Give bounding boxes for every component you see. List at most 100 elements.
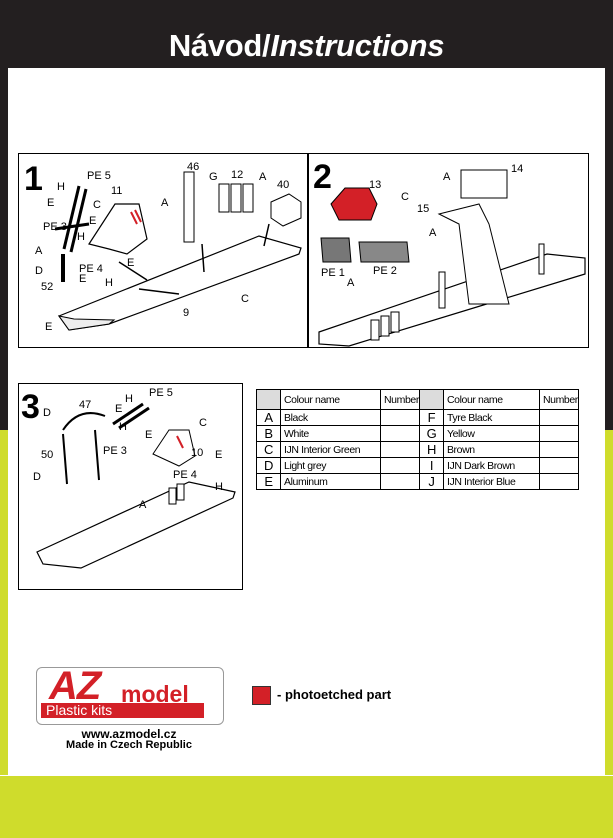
label-a: A [259, 171, 267, 183]
label-a: A [347, 277, 355, 289]
frame-part [62, 429, 100, 485]
left-border-lime [0, 430, 8, 775]
label-a: A [35, 245, 43, 257]
can-part [230, 183, 242, 213]
logo-plastic-kits: Plastic kits [41, 703, 204, 718]
label-e: E [127, 257, 134, 269]
label-e: E [47, 197, 54, 209]
left-border-dark [0, 68, 8, 430]
floor-part [36, 481, 236, 569]
label-50: 50 [41, 449, 53, 461]
can-part [176, 483, 185, 501]
label-pe5: PE 5 [149, 387, 173, 399]
label-e: E [145, 429, 152, 441]
azmodel-logo: AZ model Plastic kits [36, 664, 224, 725]
label-52: 52 [41, 281, 53, 293]
step-2-panel: 2 13 C PE 1 PE 2 A A 14 15 A [308, 153, 589, 348]
label-14: 14 [511, 163, 523, 175]
box-part [270, 193, 302, 227]
label-c: C [401, 191, 409, 203]
floor-front [57, 315, 116, 331]
label-e: E [79, 273, 86, 285]
made-in-text: Made in Czech Republic [66, 739, 192, 751]
colour-table: Colour name Number Colour name Number A … [256, 389, 579, 490]
hoop-part [62, 412, 106, 431]
label-d: D [33, 471, 41, 483]
pe1-part [320, 237, 352, 263]
label-pe4: PE 4 [79, 263, 103, 275]
table-row: A Black F Tyre Black [256, 409, 579, 426]
label-12: 12 [231, 169, 243, 181]
label-h: H [125, 393, 133, 405]
step-3-diagram: 3 PE 5 H E 47 D H E C 50 PE 3 10 E D PE … [21, 387, 236, 569]
table-row: C IJN Interior Green H Brown [256, 441, 579, 458]
page-title: Návod/Instructions [168, 28, 445, 63]
label-pe4: PE 4 [173, 469, 197, 481]
bottom-band [0, 776, 613, 838]
header-colour-name: Colour name [280, 389, 381, 410]
pe-panel-red [330, 187, 378, 221]
website-link[interactable]: www.azmodel.cz [81, 727, 177, 741]
label-10: 10 [191, 447, 203, 459]
label-c: C [93, 199, 101, 211]
pedestal-part [538, 243, 545, 275]
label-a: A [139, 499, 147, 511]
seat-belt-pe [176, 435, 184, 449]
label-c: C [199, 417, 207, 429]
table-header-row: Colour name Number Colour name Number [256, 389, 579, 410]
can-part [390, 311, 400, 333]
table-row: E Aluminum J IJN Interior Blue [256, 473, 579, 490]
label-h: H [77, 231, 85, 243]
logo-model: model [121, 681, 189, 707]
label-d: D [35, 265, 43, 277]
step-2-diagram: 2 13 C PE 1 PE 2 A A 14 15 A [313, 158, 586, 347]
seat-belt-pe [130, 209, 142, 225]
label-pe1: PE 1 [321, 267, 345, 279]
label-pe3: PE 3 [43, 221, 67, 233]
photoetched-swatch [252, 686, 271, 705]
right-border-lime [605, 430, 613, 775]
right-border-dark [605, 68, 613, 430]
header-band [0, 0, 613, 68]
label-e: E [45, 321, 52, 333]
label-13: 13 [369, 179, 381, 191]
label-h: H [119, 421, 127, 433]
pe2-part [358, 241, 410, 263]
step-1-number: 1 [24, 160, 43, 198]
stick-part [183, 171, 195, 243]
bar-part [54, 222, 90, 231]
photoetched-legend: - photoetched part [277, 687, 392, 702]
label-a: A [161, 197, 169, 209]
table-row: B White G Yellow [256, 425, 579, 442]
seat-part [437, 203, 510, 305]
can-part [380, 315, 390, 337]
label-9: 9 [183, 307, 189, 319]
can-part [242, 183, 254, 213]
label-pe2: PE 2 [373, 265, 397, 277]
label-c: C [241, 293, 249, 305]
arrow-lines [118, 223, 270, 295]
seat-part [88, 203, 148, 255]
label-a: A [443, 171, 451, 183]
label-47: 47 [79, 399, 91, 411]
panel-14-part [460, 169, 508, 199]
can-part [370, 319, 380, 341]
step-3-panel: 3 PE 5 H E 47 D H E C 50 PE 3 10 E D PE … [18, 383, 243, 590]
rod-part [62, 185, 88, 253]
label-pe3: PE 3 [103, 445, 127, 457]
header-colour-name: Colour name [442, 389, 540, 410]
step-1-panel: 1 PE 5 H E C 11 PE 3 E A H D PE 4 E H E … [18, 153, 308, 348]
rod-part [112, 402, 150, 430]
label-e: E [215, 449, 222, 461]
label-g: G [209, 171, 218, 183]
label-e: E [89, 215, 96, 227]
label-11: 11 [111, 185, 122, 197]
label-40: 40 [277, 179, 289, 191]
table-row: D Light grey I IJN Dark Brown [256, 457, 579, 474]
logo-az: AZ [49, 664, 101, 708]
label-d: D [43, 407, 51, 419]
pedestal-part [61, 254, 65, 282]
can-part [168, 487, 177, 505]
label-e: E [115, 403, 122, 415]
floor-part [58, 235, 302, 331]
